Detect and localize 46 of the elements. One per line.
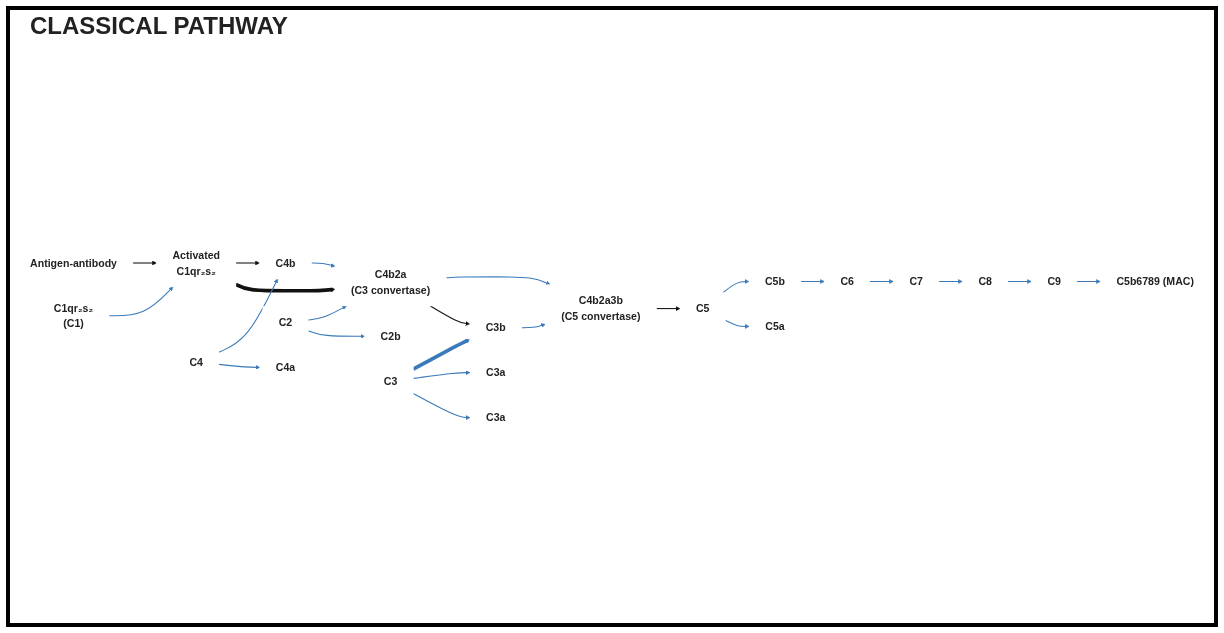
arrow [938,279,963,284]
arrow [412,393,471,421]
arrow [310,262,336,268]
node-text: C1qr₂s₂ (C1) [53,302,94,330]
node-text: C6 [840,275,854,288]
node-text: C4b [275,257,296,269]
node-text: C4b2a (C3 convertase) [350,268,431,297]
arrow [445,276,551,286]
node-text: C2 [278,316,293,329]
node-text: C8 [978,275,992,288]
arrow [429,305,471,326]
node-text: C4b2a3b (C5 convertase) [561,295,641,323]
arrow [800,279,825,284]
node-text: C3b [485,322,506,334]
arrow [412,370,471,380]
arrow [724,319,750,329]
node-text: C5b [764,275,785,288]
node-text: C2b [380,330,401,343]
arrow [412,338,471,371]
title: CLASSICAL PATHWAY [30,12,288,40]
arrow [218,364,261,370]
node-text: C3a [486,411,506,424]
arrow [655,306,681,312]
arrow [218,278,278,353]
arrow [1007,279,1032,284]
node-text: C3a [486,367,506,379]
node-text: Antigen-antibody [30,257,117,269]
node-text: C5b6789 (MAC) [1116,275,1194,288]
arrow [307,330,365,339]
node-text: C5a [765,320,785,333]
node-text: C3 [383,375,398,388]
arrow [132,260,157,266]
node-text: C9 [1047,275,1061,288]
node-text: C4 [189,356,203,369]
arrow [722,279,750,294]
arrow [235,282,336,293]
arrow [108,286,174,317]
arrow [1076,279,1101,284]
arrow [869,279,894,284]
node-text: C4a [275,361,296,374]
arrow [235,260,260,266]
node-text: Activated C1qr₂s₂ [172,249,221,277]
arrow [521,323,546,329]
arrow [307,305,347,321]
node-text: C7 [909,275,923,288]
node-text: C5 [695,302,710,315]
